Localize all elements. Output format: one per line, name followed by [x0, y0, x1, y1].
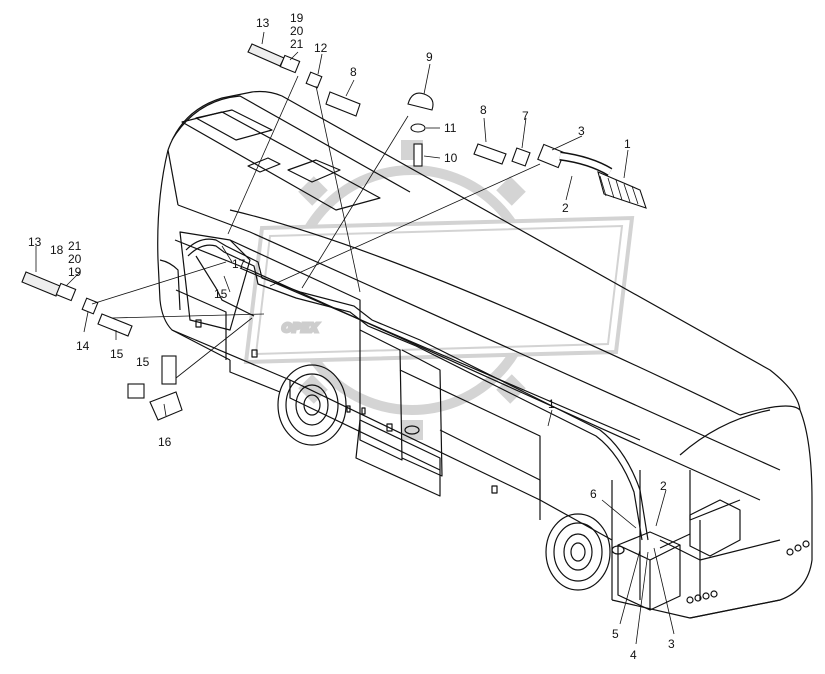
callout-21b: 21 — [68, 239, 82, 253]
callout-5: 5 — [612, 627, 619, 641]
callout-20b: 20 — [68, 252, 82, 266]
rear-lights — [686, 540, 810, 604]
callout-2b: 2 — [660, 479, 667, 493]
callout-15a: 15 — [110, 347, 124, 361]
callout-6: 6 — [590, 487, 597, 501]
callout-20: 20 — [290, 24, 304, 38]
callout-1b: 1 — [548, 397, 555, 411]
callout-2: 2 — [562, 201, 569, 215]
callout-3b: 3 — [668, 637, 675, 651]
callout-14: 14 — [76, 339, 90, 353]
fuel-line — [185, 238, 649, 541]
callout-15b: 15 — [136, 355, 150, 369]
callout-15c: 15 — [214, 287, 228, 301]
callout-21: 21 — [290, 37, 304, 51]
bus-body — [157, 90, 813, 619]
hose-fitting-top-right — [473, 143, 647, 209]
callout-18: 18 — [50, 243, 64, 257]
watermark-text: OPEX — [282, 321, 319, 335]
callout-13b: 13 — [28, 235, 42, 249]
callout-8b: 8 — [480, 103, 487, 117]
callout-8: 8 — [350, 65, 357, 79]
callout-16: 16 — [158, 435, 172, 449]
callout-17: 17 — [232, 257, 246, 271]
callout-19: 19 — [290, 11, 304, 25]
callout-12: 12 — [314, 41, 328, 55]
leader-lines — [35, 31, 675, 645]
callout-4: 4 — [630, 648, 637, 662]
hose-fitting-left — [21, 271, 133, 337]
rear-wheel — [545, 513, 611, 591]
elbow-connector — [127, 355, 183, 421]
callout-3: 3 — [578, 124, 585, 138]
front-wheel — [277, 364, 347, 446]
parts — [21, 43, 647, 421]
callout-1: 1 — [624, 137, 631, 151]
callout-13: 13 — [256, 16, 270, 30]
callout-10: 10 — [444, 151, 458, 165]
opex-watermark: OPEX — [243, 140, 635, 440]
callout-labels: 13 19 20 21 12 8 9 11 10 8 7 3 1 2 13 18… — [28, 11, 675, 662]
callout-9: 9 — [426, 50, 433, 64]
callout-11: 11 — [444, 121, 457, 135]
callout-7: 7 — [522, 109, 529, 123]
callout-19b: 19 — [68, 265, 82, 279]
hose-fitting-top-left — [247, 43, 361, 117]
clip-bolt — [407, 92, 434, 167]
